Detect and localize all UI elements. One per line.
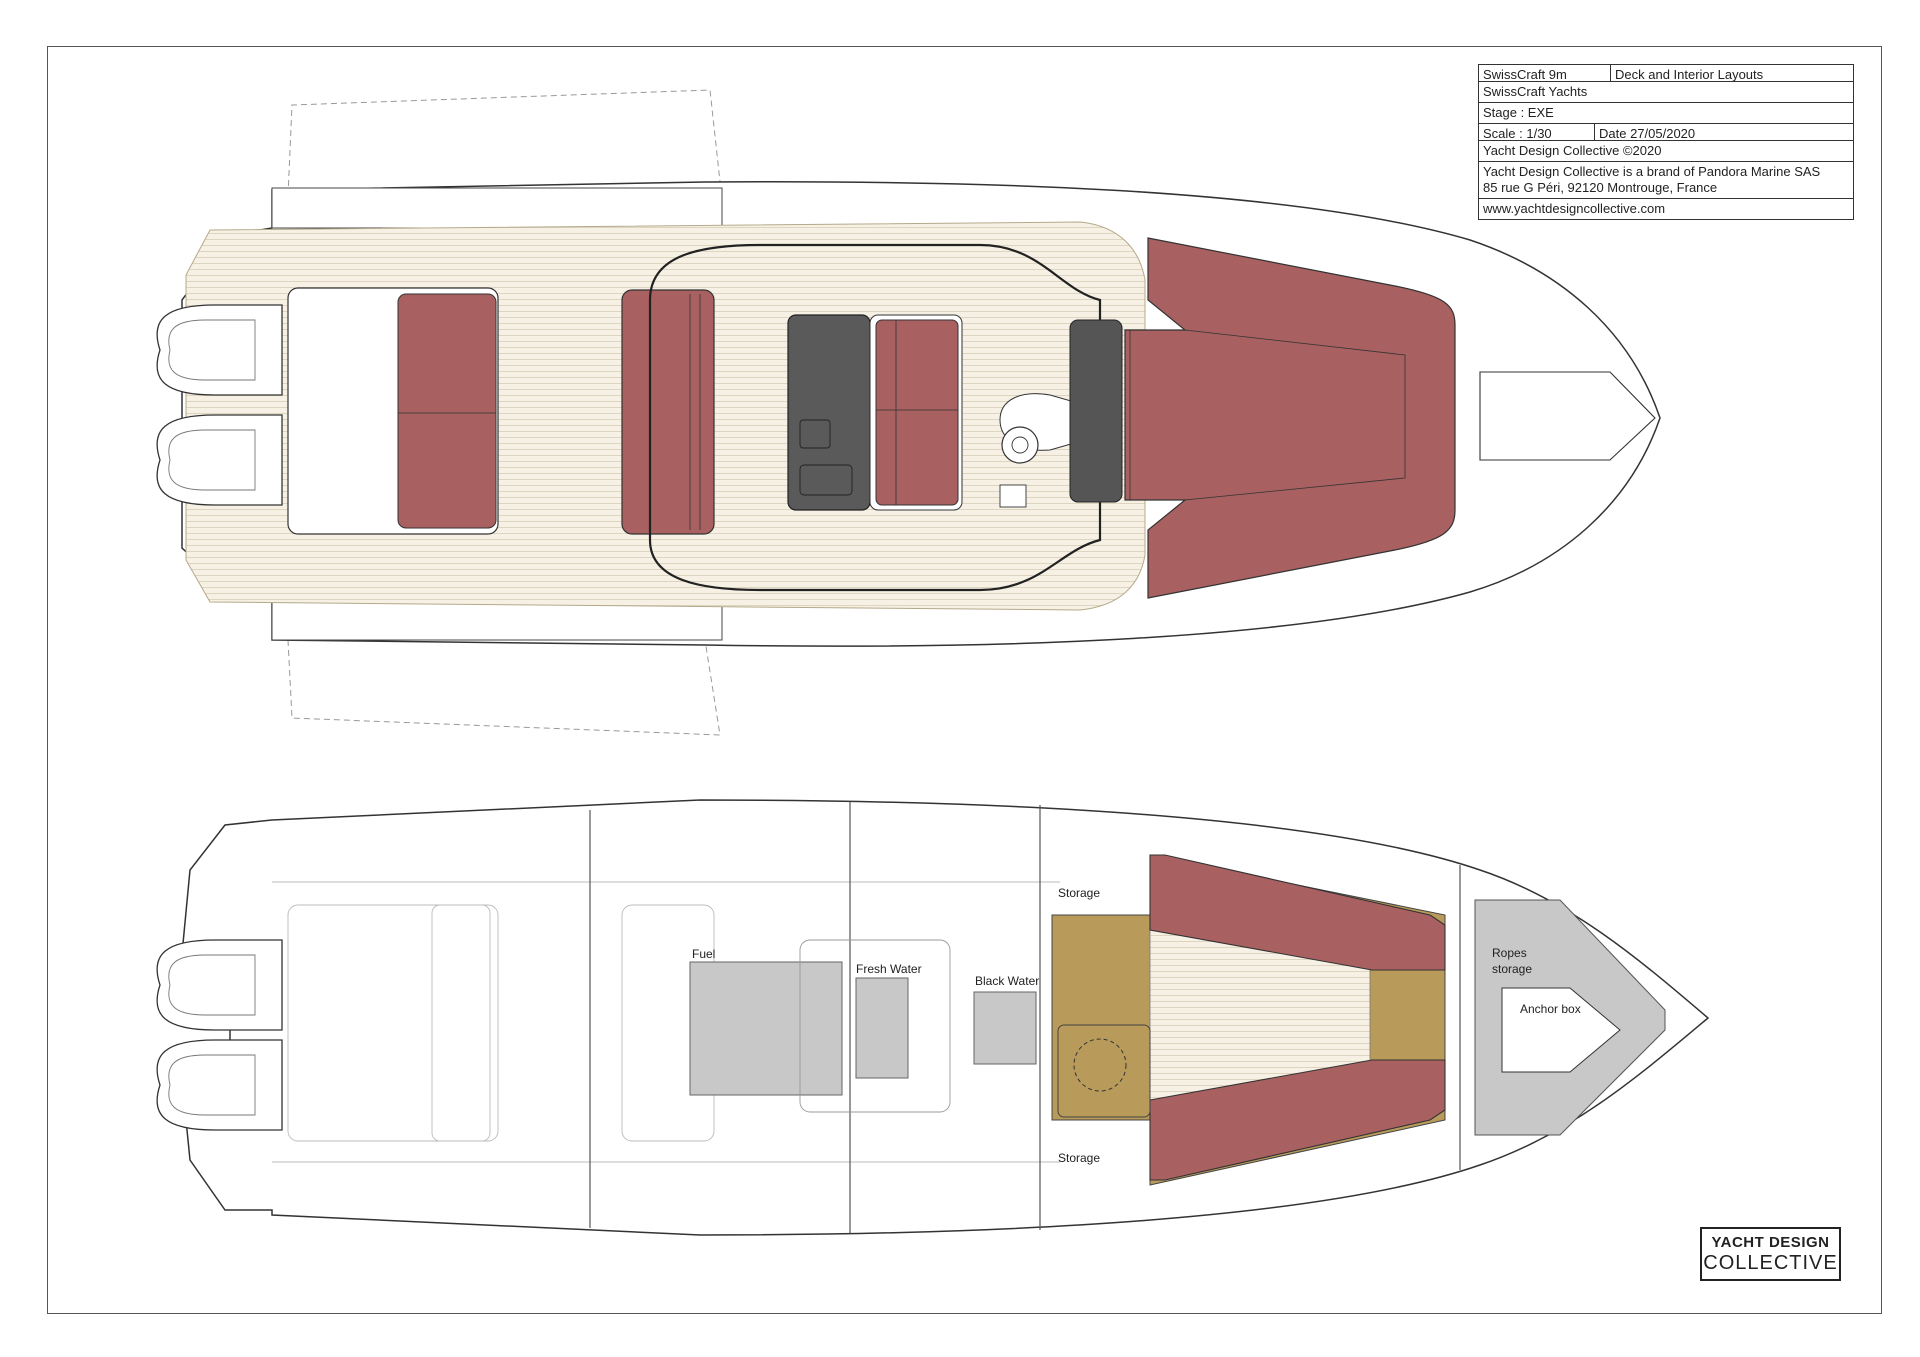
aft-pontoon-top xyxy=(271,187,723,229)
ropes-storage-label-2: storage xyxy=(1492,962,1532,976)
stage: Stage : EXE xyxy=(1479,103,1853,124)
logo-line-2: COLLECTIVE xyxy=(1703,1252,1838,1274)
deck-layout xyxy=(156,89,1661,736)
berth-port xyxy=(1149,854,1446,971)
toilet-area xyxy=(1057,1024,1151,1118)
aft-sunpad-cushion xyxy=(397,293,497,529)
flap-top-dashed xyxy=(287,89,723,201)
yacht-design-collective-logo: YACHT DESIGN COLLECTIVE xyxy=(1700,1227,1841,1281)
bow-anchor-locker xyxy=(1479,371,1656,461)
website: www.yachtdesigncollective.com xyxy=(1483,201,1666,216)
t-top-outline xyxy=(648,243,1102,592)
address: 85 rue G Péri, 92120 Montrouge, France xyxy=(1483,179,1718,195)
fuel-label: Fuel xyxy=(692,947,715,961)
mid-bench-cushion xyxy=(621,289,715,535)
brand-line: Yacht Design Collective is a brand of Pa… xyxy=(1483,164,1821,179)
anchor-box xyxy=(1501,987,1621,1073)
project-name: SwissCraft 9m xyxy=(1479,65,1611,81)
title-block: SwissCraft 9m Deck and Interior Layouts … xyxy=(1478,64,1854,220)
helm-seat-cushion xyxy=(875,319,959,506)
logo-line-1: YACHT DESIGN xyxy=(1711,1234,1830,1251)
outboard-engine-4 xyxy=(156,1039,283,1131)
berth-starboard xyxy=(1149,1059,1446,1181)
black-water-label: Black Water xyxy=(975,974,1039,988)
outboard-engine-2 xyxy=(156,414,283,506)
outboard-engine-1 xyxy=(156,304,283,396)
windscreen-console-dark xyxy=(1069,319,1123,503)
forward-sunpad-cushion xyxy=(1124,237,1456,599)
interior-layout: Storage Storage Fuel Fresh Water Black W… xyxy=(156,799,1710,1236)
copyright: Yacht Design Collective ©2020 xyxy=(1479,141,1853,162)
anchor-box-label: Anchor box xyxy=(1520,1002,1581,1016)
black-water-tank xyxy=(973,991,1037,1065)
outboard-engine-3 xyxy=(156,939,283,1031)
flap-bottom-dashed xyxy=(287,639,721,736)
drawing-frame xyxy=(47,46,1882,1314)
storage-bottom-label: Storage xyxy=(1058,1151,1100,1165)
drawing-title: Deck and Interior Layouts xyxy=(1615,67,1764,82)
helm-console xyxy=(999,393,1086,508)
fresh-water-tank xyxy=(855,977,909,1079)
toilet-icon xyxy=(1073,1038,1127,1092)
ropes-storage-label-1: Ropes xyxy=(1492,946,1527,960)
fresh-water-label: Fresh Water xyxy=(856,962,922,976)
storage-top-label: Storage xyxy=(1058,886,1100,900)
client-name: SwissCraft Yachts xyxy=(1479,82,1853,103)
scale: Scale : 1/30 xyxy=(1479,124,1595,140)
date: Date 27/05/2020 xyxy=(1599,126,1696,141)
fuel-tank xyxy=(689,961,843,1096)
